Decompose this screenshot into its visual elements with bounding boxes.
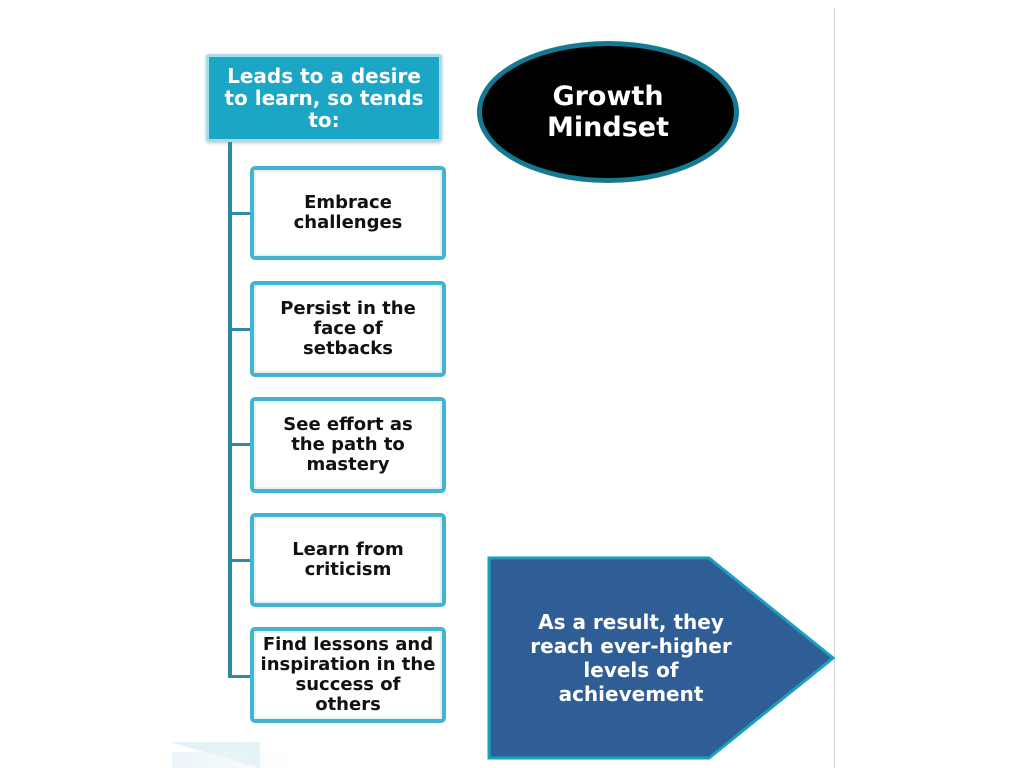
result-arrow-polygon <box>487 556 835 760</box>
result-text-box: As a result, they reach ever-higher leve… <box>500 556 762 760</box>
item-text-2: Persist in the face of setbacks <box>280 298 416 359</box>
connector-branch-5 <box>230 675 252 678</box>
item-text-3: See effort as the path to mastery <box>283 414 413 475</box>
item-box-3: See effort as the path to mastery <box>250 397 446 493</box>
result-text: As a result, they reach ever-higher leve… <box>530 610 732 706</box>
title-text: Growth Mindset <box>547 81 669 143</box>
header-text: Leads to a desire to learn, so tends to: <box>224 64 424 132</box>
item-box-5: Find lessons and inspiration in the succ… <box>250 627 446 723</box>
connector-branch-1 <box>230 212 252 215</box>
item-text-1: Embrace challenges <box>293 192 403 233</box>
result-arrow-shape <box>487 556 835 760</box>
item-box-1: Embrace challenges <box>250 166 446 260</box>
slide-edge-divider <box>834 8 835 768</box>
corner-accent-gradient <box>172 752 292 768</box>
connector-branch-4 <box>230 559 252 562</box>
item-text-4: Learn from criticism <box>292 539 404 580</box>
item-text-5: Find lessons and inspiration in the succ… <box>260 634 436 715</box>
connector-branch-2 <box>230 328 252 331</box>
connector-branch-3 <box>230 443 252 446</box>
item-box-4: Learn from criticism <box>250 513 446 607</box>
item-box-2: Persist in the face of setbacks <box>250 281 446 377</box>
connector-trunk <box>228 142 232 678</box>
header-box: Leads to a desire to learn, so tends to: <box>206 54 442 142</box>
title-ellipse: Growth Mindset <box>477 41 739 183</box>
